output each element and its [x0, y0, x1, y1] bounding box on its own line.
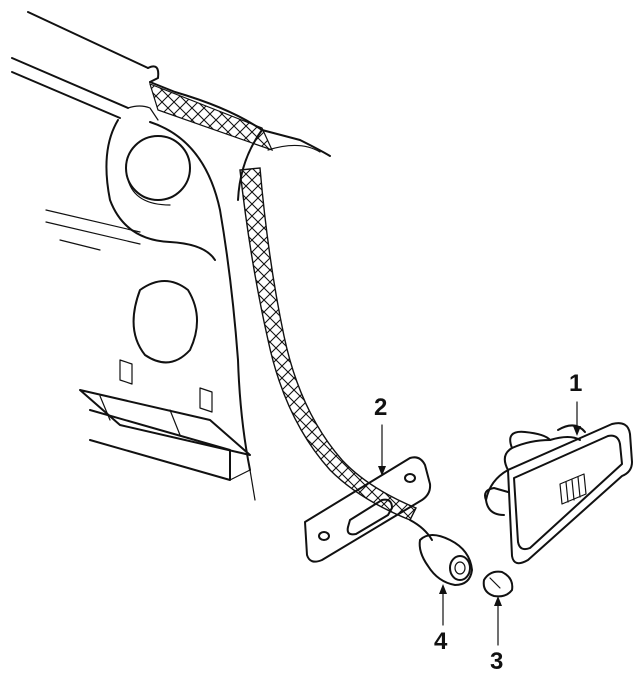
headlamp-housing [45, 119, 251, 471]
callout-2: 2 [374, 394, 388, 421]
callout-1: 1 [569, 370, 583, 397]
callout-3: 3 [490, 648, 504, 675]
gasket-plate [304, 456, 432, 563]
lamp-socket [418, 534, 473, 586]
fender-panel [11, 11, 331, 201]
bulb [482, 570, 514, 598]
wiring-harness [239, 144, 433, 541]
side-marker-lamp [484, 422, 633, 565]
callout-leaders [378, 401, 581, 646]
lower-bracket [79, 359, 256, 501]
callout-4: 4 [434, 628, 448, 655]
